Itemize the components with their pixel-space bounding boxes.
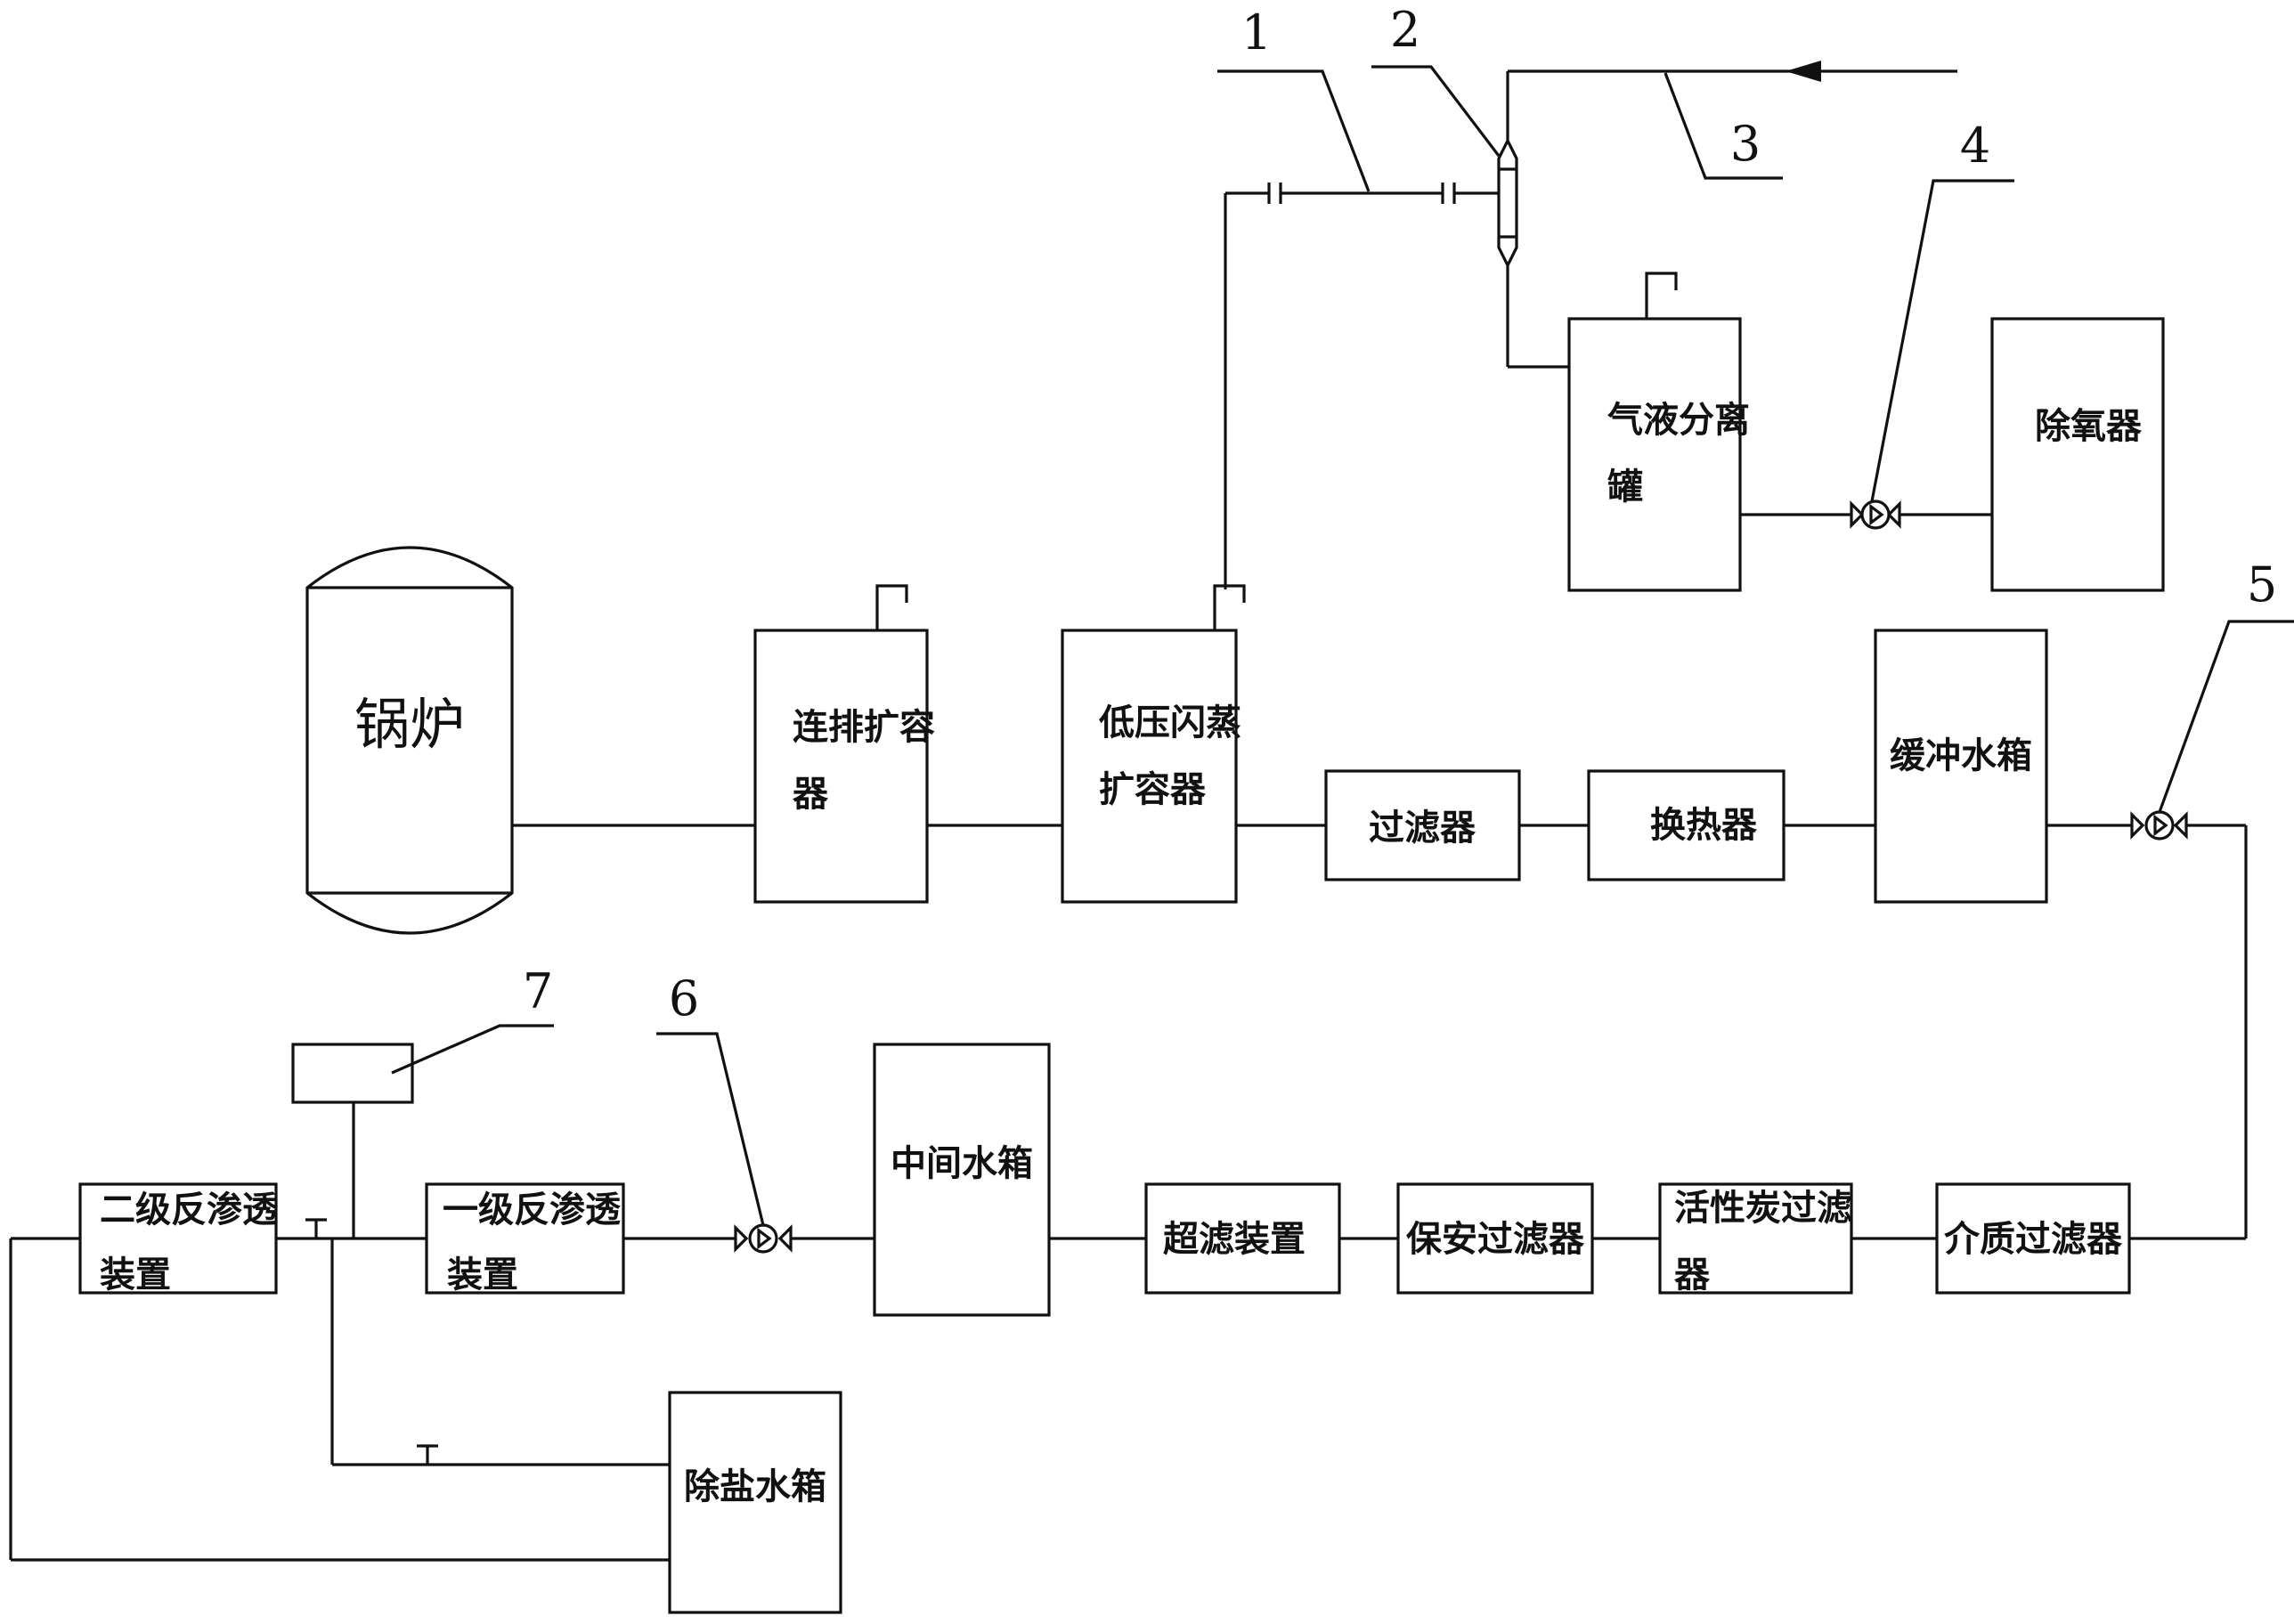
- middle-water-tank: 中间水箱: [873, 1043, 1051, 1317]
- lp-flash-label-1: 低压闪蒸: [1099, 702, 1241, 743]
- device-7: [291, 1043, 414, 1104]
- buffer-tank-label: 缓冲水箱: [1890, 735, 2032, 776]
- ro2-label-1: 二级反渗透: [100, 1190, 279, 1230]
- continuous-blowdown-label-1: 连排扩容: [793, 707, 935, 748]
- deaerator-label: 除氧器: [2035, 406, 2143, 447]
- callout-3: 3: [1730, 116, 1761, 172]
- continuous-blowdown-expander: 连排扩容 器: [753, 629, 935, 904]
- media-filter-label: 介质过滤器: [1944, 1219, 2123, 1260]
- carbon-filter-label-2: 器: [1674, 1255, 1711, 1295]
- activated-carbon-filter: 活性炭过滤 器: [1658, 1182, 1853, 1295]
- deaerator: 除氧器: [1990, 317, 2165, 592]
- safety-filter-label: 保安过滤器: [1406, 1219, 1585, 1260]
- ultrafiltration-unit: 超滤装置: [1144, 1182, 1341, 1295]
- pump-5: [2130, 810, 2188, 840]
- secondary-ro-unit: 二级反渗透 装置: [78, 1182, 279, 1295]
- filter: 过滤器: [1324, 769, 1521, 881]
- lp-flash-expander: 低压闪蒸 扩容器: [1061, 629, 1241, 904]
- gas-liquid-label-2: 罐: [1607, 467, 1643, 508]
- lp-flash-label-2: 扩容器: [1099, 769, 1207, 810]
- middle-tank-label: 中间水箱: [891, 1143, 1033, 1184]
- safety-filter: 保安过滤器: [1396, 1182, 1594, 1295]
- steam-separator-nozzle: [1497, 137, 1518, 269]
- gas-liquid-label-1: 气液分离: [1607, 400, 1750, 441]
- demin-tank-label: 除盐水箱: [684, 1466, 826, 1507]
- heat-exchanger: 换热器: [1587, 769, 1786, 881]
- callouts: 1 2 3 4 5 6 7: [391, 2, 2294, 1226]
- vent-stubs: [875, 272, 1678, 630]
- boiler: 锅炉: [305, 546, 514, 935]
- ultrafilter-label: 超滤装置: [1163, 1219, 1306, 1260]
- heat-exchanger-label: 换热器: [1650, 805, 1758, 846]
- callout-4: 4: [1960, 118, 1990, 174]
- pump-4: [1850, 499, 1901, 530]
- continuous-blowdown-label-2: 器: [793, 774, 829, 815]
- filter-label: 过滤器: [1369, 808, 1476, 849]
- pump-6: [734, 1223, 793, 1254]
- demineralized-water-tank: 除盐水箱: [668, 1391, 842, 1614]
- callout-1: 1: [1241, 4, 1272, 61]
- pipes: [9, 61, 2248, 1562]
- callout-5: 5: [2247, 556, 2277, 613]
- callout-2: 2: [1390, 2, 1420, 58]
- callout-6: 6: [669, 970, 699, 1027]
- ro2-label-2: 装置: [100, 1255, 171, 1295]
- ro1-label-2: 装置: [447, 1255, 518, 1295]
- buffer-tank: 缓冲水箱: [1874, 629, 2048, 904]
- primary-ro-unit: 一级反渗透 装置: [425, 1182, 625, 1295]
- boiler-label: 锅炉: [354, 692, 465, 757]
- carbon-filter-label-1: 活性炭过滤: [1674, 1188, 1852, 1229]
- ro1-label-1: 一级反渗透: [443, 1190, 622, 1230]
- media-filter: 介质过滤器: [1935, 1182, 2131, 1295]
- callout-7: 7: [523, 963, 553, 1019]
- gas-liquid-separator-tank: 气液分离 罐: [1567, 317, 1750, 592]
